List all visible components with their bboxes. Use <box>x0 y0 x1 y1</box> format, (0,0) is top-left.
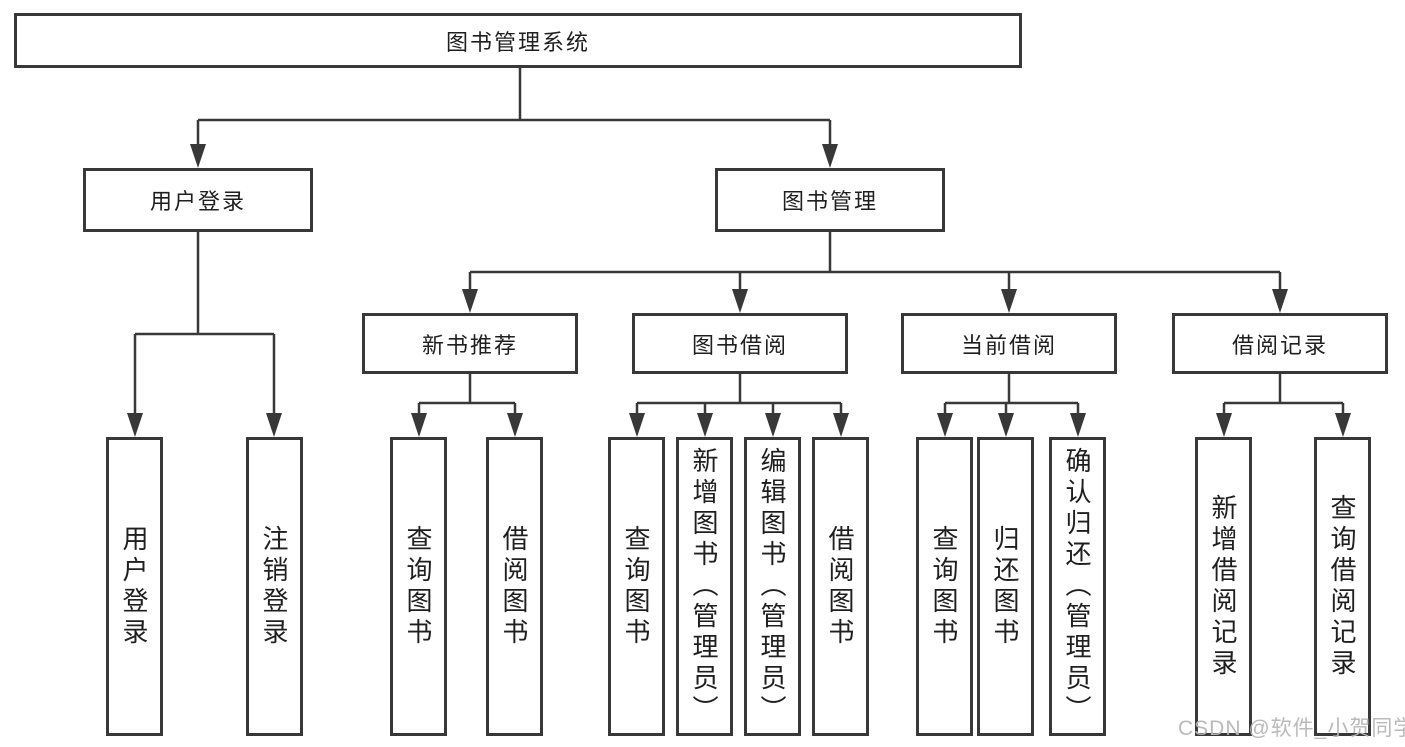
node-book-management: 图书管理 <box>715 168 945 232</box>
leaf-query-books-borrow: 查询图书 <box>608 437 665 736</box>
leaf-query-books-current: 查询图书 <box>916 437 973 736</box>
node-book-borrowing: 图书借阅 <box>632 313 848 374</box>
leaf-logout-login: 注销登录 <box>246 437 303 736</box>
leaf-confirm-return-admin: 确认归还（管理员） <box>1049 437 1106 736</box>
leaf-user-login: 用户登录 <box>106 437 163 736</box>
leaf-add-borrow-record: 新增借阅记录 <box>1195 437 1252 736</box>
leaf-add-books-admin: 新增图书（管理员） <box>676 437 733 736</box>
leaf-borrow-books-recommend: 借阅图书 <box>486 437 543 736</box>
node-current-borrowing: 当前借阅 <box>901 313 1117 374</box>
leaf-query-books-recommend: 查询图书 <box>390 437 447 736</box>
csdn-watermark: CSDN @软件_小贺同学 <box>1178 717 1405 740</box>
leaf-query-borrow-record: 查询借阅记录 <box>1314 437 1371 736</box>
leaf-borrow-books: 借阅图书 <box>812 437 869 736</box>
node-borrowing-records: 借阅记录 <box>1172 313 1388 374</box>
node-user-login: 用户登录 <box>83 168 313 232</box>
node-library-management-system: 图书管理系统 <box>14 13 1022 68</box>
node-new-book-recommendation: 新书推荐 <box>362 313 578 374</box>
leaf-edit-books-admin: 编辑图书（管理员） <box>744 437 801 736</box>
leaf-return-books: 归还图书 <box>977 437 1034 736</box>
